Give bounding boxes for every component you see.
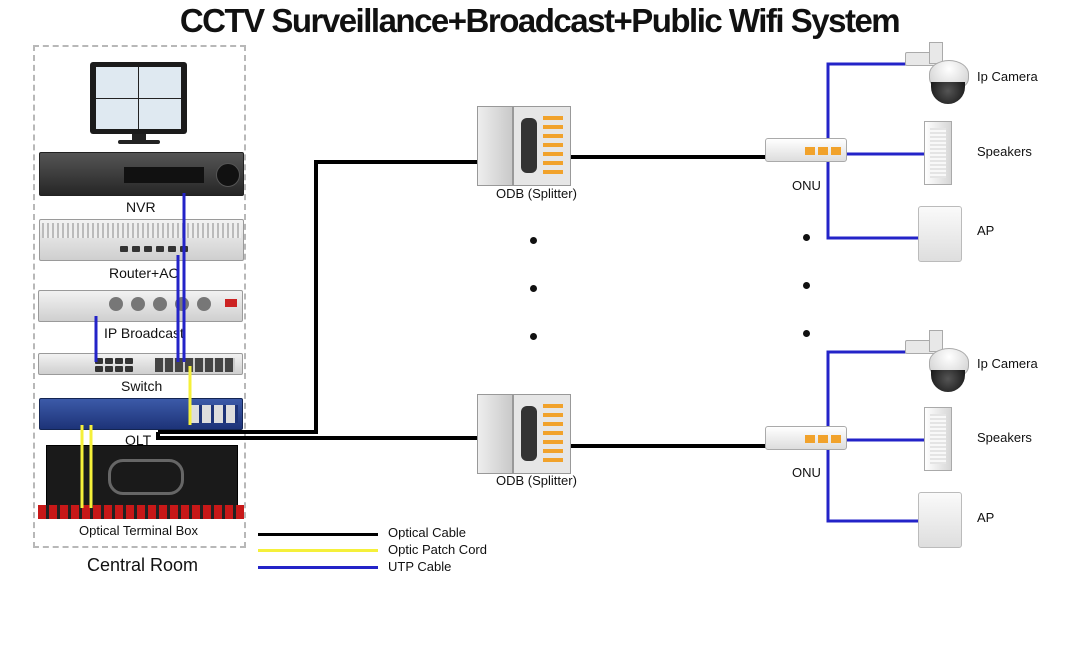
ellipsis-dot [803,330,810,337]
odb-splitter-2-label: ODB (Splitter) [496,473,577,488]
access-point-icon [918,206,962,262]
central-room-frame [33,45,246,548]
ap-2-label: AP [977,510,995,525]
broadcast-device [38,290,243,322]
otb-device [38,445,244,521]
router-device [39,219,244,261]
speakers-2-label: Speakers [977,430,1032,445]
nvr-label: NVR [126,199,156,215]
diagram-title: CCTV Surveillance+Broadcast+Public Wifi … [179,2,901,39]
legend-label-utp: UTP Cable [388,559,452,574]
ip-camera-icon [905,330,969,392]
utp-cable-onu2-ap [826,444,918,523]
ellipsis-dot [530,237,537,244]
ip-camera-icon [905,42,969,104]
access-point-icon [918,492,962,548]
utp-cable-onu2-camera [826,350,910,440]
switch-device [38,353,243,375]
legend-swatch-optical [258,533,378,536]
legend-label-optical: Optical Cable [388,525,467,540]
ip-camera-1-label: Ip Camera [977,69,1038,84]
router-label: Router+AC [109,265,179,281]
monitor-icon [90,62,187,147]
speaker-icon [924,121,952,185]
legend-label-patch: Optic Patch Cord [388,542,487,557]
broadcast-label: IP Broadcast [104,325,184,341]
ellipsis-dot [530,333,537,340]
ap-1-label: AP [977,223,995,238]
onu-device-1 [765,138,847,164]
central-room-label: Central Room [87,555,199,575]
ip-camera-2-label: Ip Camera [977,356,1038,371]
ellipsis-dot [803,282,810,289]
ellipsis-dot [803,234,810,241]
switch-label: Switch [121,378,163,394]
otb-label: Optical Terminal Box [79,523,198,538]
utp-cable-onu1-camera [826,62,910,150]
onu-1-label: ONU [792,178,821,193]
odb-splitter-2 [477,394,571,474]
onu-2-label: ONU [792,465,821,480]
olt-device [39,398,243,430]
optical-cable-olt-to-odb-1 [158,160,480,434]
odb-splitter-1-label: ODB (Splitter) [496,186,577,201]
olt-label: OLT [125,432,152,448]
speakers-1-label: Speakers [977,144,1032,159]
optical-cable-olt-to-odb-2 [156,432,480,440]
nvr-device [39,152,244,196]
legend-swatch-patch [258,549,378,552]
onu-device-2 [765,426,847,452]
legend-swatch-utp [258,566,378,569]
speaker-icon [924,407,952,471]
utp-cable-onu1-ap [826,158,918,240]
odb-splitter-1 [477,106,571,186]
ellipsis-dot [530,285,537,292]
